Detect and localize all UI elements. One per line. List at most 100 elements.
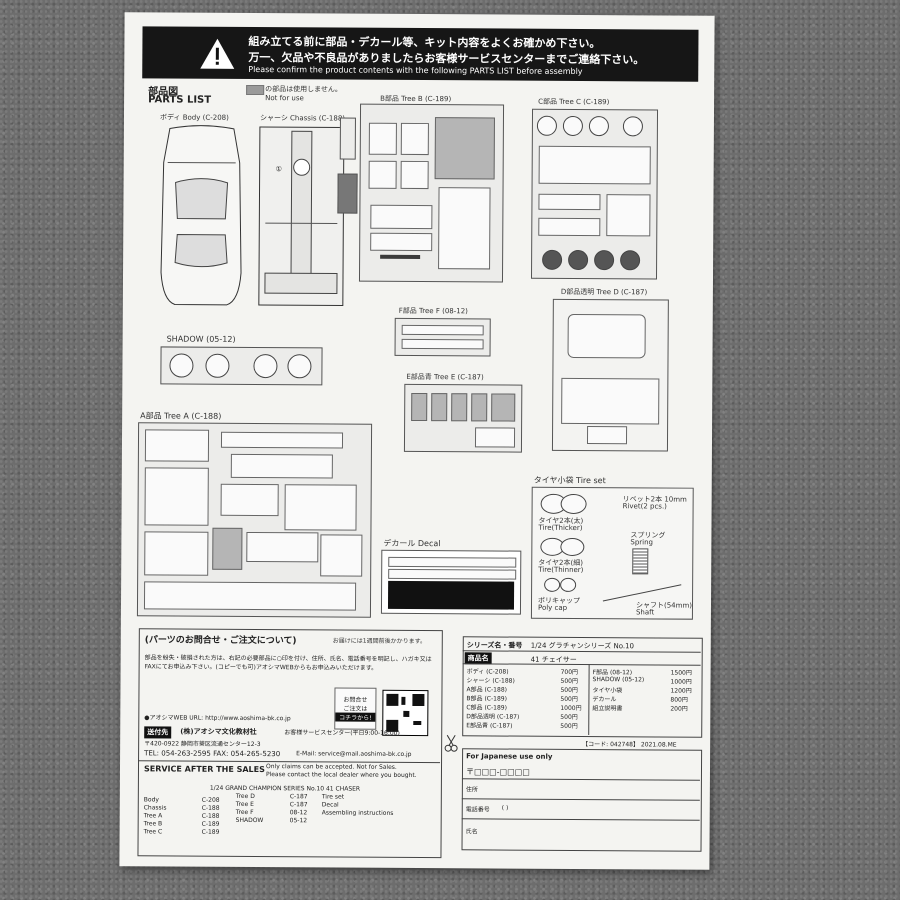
inquiry-note: お届けには1週間前後かかります。	[332, 637, 427, 646]
spring-en: Spring	[630, 538, 654, 547]
series-label: シリーズ名・番号	[466, 641, 523, 650]
order-item-price: 1000円	[670, 678, 692, 686]
svg-text:①: ①	[276, 165, 282, 173]
body-label: ボディ Body (C-208)	[159, 113, 229, 122]
as-item-name: Decal	[321, 801, 339, 809]
as-item-code: C-208	[201, 796, 220, 804]
order-item-price: 500円	[560, 695, 578, 703]
order-item-price: 1200円	[670, 687, 692, 695]
name-label: 氏名	[465, 828, 478, 836]
order-item-price: 500円	[560, 722, 578, 730]
order-item-name[interactable]: B部品 (C-189)	[466, 695, 507, 703]
order-item-name[interactable]: F部品 (08-12)	[592, 669, 633, 677]
company-email: E-Mail: service@mail.aoshima-bk.co.jp	[296, 750, 412, 758]
order-item-name[interactable]: D部品透明 (C-187)	[466, 713, 520, 721]
service-center: お客様サービスセンター(平日9:00-16:00)	[284, 729, 400, 737]
tire-thick-en: Tire(Thicker)	[538, 523, 583, 533]
tree-d-label: D部品透明 Tree D (C-187)	[560, 287, 648, 297]
as-item-code: C-189	[201, 820, 220, 828]
after-sales-note-2: Please contact the local dealer where yo…	[265, 771, 417, 780]
order-item-price: 1500円	[670, 669, 692, 677]
order-left-list: ボディ (C-208) 700円 シャーシ (C-188) 500円 A部品 (…	[125, 12, 715, 730]
tree-d	[551, 298, 669, 452]
as-item-code: 05-12	[289, 817, 308, 825]
decal-label: デカール Decal	[383, 538, 441, 549]
order-item-price: 500円	[560, 677, 579, 685]
legend-en: Not for use	[265, 94, 304, 103]
order-badge-line-1: お問合せ	[343, 696, 368, 704]
after-sales-col-2: Tree D C-187 Tree E C-187 Tree F 08-12 S…	[125, 12, 715, 824]
order-item-name[interactable]: A部品 (C-188)	[466, 686, 508, 694]
order-item-name[interactable]: タイヤ小袋	[592, 687, 623, 695]
as-item-code: C-188	[201, 804, 220, 812]
tree-a	[136, 422, 373, 618]
as-item-code: C-189	[201, 828, 220, 836]
tree-b-label: B部品 Tree B (C-189)	[380, 94, 452, 104]
as-item-name: Tree D	[235, 792, 255, 801]
chassis-label: シャーシ Chassis (C-188)	[259, 114, 346, 123]
inquiry-web-url[interactable]: ●アオシマWEB URL: http://www.aoshima-bk.co.j…	[144, 714, 291, 723]
tree-b-dark-part	[337, 173, 358, 214]
company-phone: TEL: 054-263-2595 FAX: 054-265-5230	[144, 749, 281, 759]
order-item-name[interactable]: SHADOW (05-12)	[592, 676, 645, 684]
tire-set-label: タイヤ小袋 Tire set	[533, 475, 606, 486]
inquiry-body-2: FAXにてお申込み下さい。(コピーでも可)アオシマWEBからもお申込みいただけま…	[144, 663, 378, 672]
as-item-name: Chassis	[143, 804, 167, 812]
product-code: 【コード: 042748】 2021.08.ME	[582, 741, 677, 749]
order-item-name[interactable]: デカール	[592, 696, 617, 704]
tree-c-label: C部品 Tree C (C-189)	[538, 97, 610, 107]
after-sales-col-3: Tire set Decal Assembling instructions	[125, 12, 715, 816]
parts-list-title-en: PARTS LIST	[148, 94, 212, 106]
inquiry-title: (パーツのお問合せ・ご注文について)	[144, 635, 297, 647]
order-badge-line-3: コチラから!	[335, 712, 376, 722]
order-right-list: F部品 (08-12) 1500円 SHADOW (05-12) 1000円 タ…	[125, 12, 715, 713]
order-item-name[interactable]: 組立説明書	[592, 705, 623, 713]
shaft-en: Shaft	[635, 608, 655, 617]
tree-c	[530, 108, 659, 280]
as-item-name: Tree F	[235, 808, 254, 817]
shadow-label: SHADOW (05-12)	[166, 334, 236, 344]
order-item-price: 1000円	[560, 704, 582, 713]
tree-a-label: A部品 Tree A (C-188)	[140, 411, 222, 421]
body-drawing	[160, 125, 242, 306]
order-item-name[interactable]: シャーシ (C-188)	[466, 677, 515, 685]
as-item-name: Tree C	[143, 828, 163, 836]
not-for-use-swatch	[246, 84, 265, 96]
company-address: 〒420-0922 静岡市葵区流通センター12-3	[144, 740, 261, 749]
instruction-sheet: 組み立てる前に部品・デカール等、キット内容をよくお確かめ下さい。 万一、欠品や不…	[119, 12, 715, 870]
as-item-name: Body	[143, 796, 159, 804]
postal-code-field[interactable]: 〒□□□-□□□□	[465, 767, 530, 777]
company-name: (株)アオシマ文化教材社	[180, 727, 257, 737]
order-item-price: 500円	[560, 713, 578, 721]
order-item-name[interactable]: C部品 (C-189)	[466, 704, 507, 712]
phone-field[interactable]: ( )	[501, 804, 509, 812]
warning-icon	[200, 38, 235, 69]
as-item-code: 08-12	[289, 809, 308, 817]
as-item-code: C-187	[289, 793, 308, 801]
as-item-code: C-188	[201, 812, 220, 820]
polycap-en: Poly cap	[537, 603, 568, 612]
order-badge-line-2: ご注文は	[343, 705, 368, 713]
order-item-name[interactable]: ボディ (C-208)	[466, 668, 509, 676]
japan-only-label: For Japanese use only	[466, 752, 553, 761]
phone-label: 電話番号	[465, 806, 490, 814]
chassis-drawing: ①	[258, 126, 345, 307]
order-item-price: 800円	[670, 696, 688, 704]
tree-b-side-part	[339, 117, 356, 160]
after-sales-title: SERVICE AFTER THE SALES	[143, 764, 265, 775]
as-item-name: Tire set	[321, 793, 345, 801]
tree-e-label: E部品青 Tree E (C-187)	[406, 372, 484, 382]
address-label: 住所	[465, 786, 478, 794]
tree-b	[358, 103, 505, 283]
warning-banner: 組み立てる前に部品・デカール等、キット内容をよくお確かめ下さい。 万一、欠品や不…	[142, 26, 699, 82]
tree-e	[403, 383, 523, 453]
as-item-code: C-187	[289, 801, 308, 809]
tire-set-box: タイヤ2本(太) Tire(Thicker) タイヤ2本(細) Tire(Thi…	[530, 486, 694, 620]
order-item-name[interactable]: E部品青 (C-187)	[466, 722, 513, 730]
as-item-name: Tree A	[143, 812, 163, 820]
as-item-name: Assembling instructions	[321, 809, 394, 817]
order-badge: お問合せ ご注文は コチラから!	[334, 687, 377, 730]
legend-jp: の部品は使用しません。	[265, 85, 342, 94]
warning-line-3: Please confirm the product contents with…	[248, 64, 583, 77]
tree-f	[394, 317, 491, 357]
